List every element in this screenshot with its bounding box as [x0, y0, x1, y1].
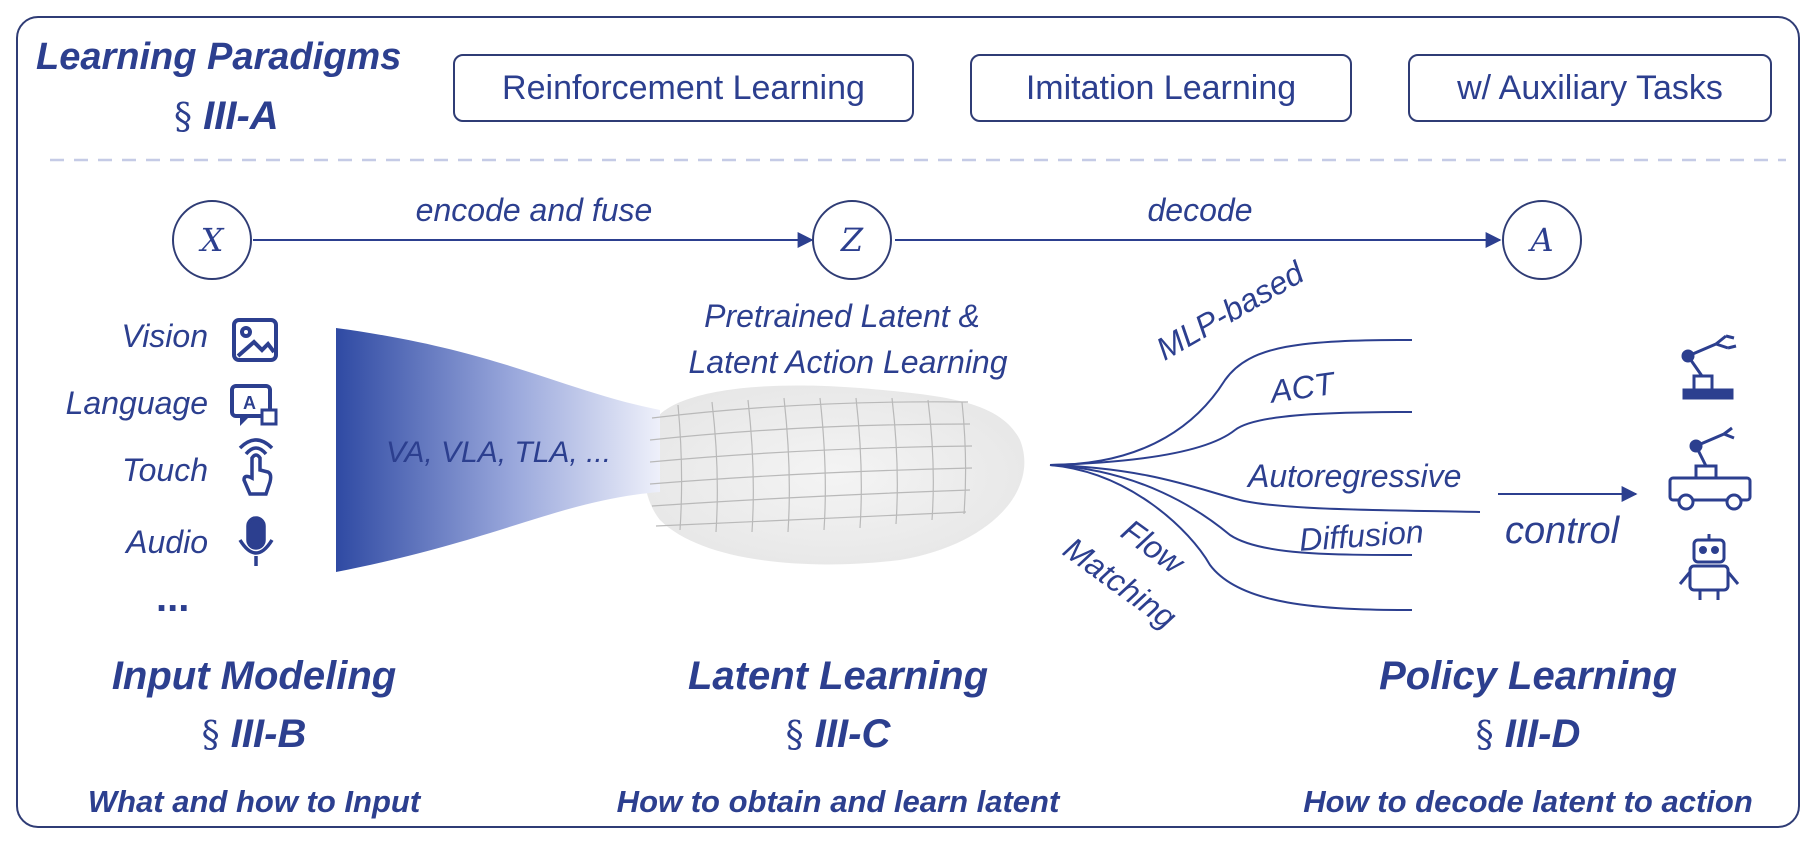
- learning-paradigms-section: § III-A: [174, 94, 279, 139]
- input-modeling-question: What and how to Input: [87, 784, 421, 819]
- latent-grid: [649, 397, 973, 533]
- latent-label-line1: Pretrained Latent &: [704, 298, 980, 334]
- language-icon: A: [230, 384, 278, 426]
- mobile-manipulator-icon: [1668, 426, 1752, 511]
- input-modeling-title: Input Modeling: [111, 654, 397, 698]
- latent-blob: [644, 385, 1025, 565]
- robot-arm-icon: [1681, 334, 1737, 400]
- node-z: Z: [812, 200, 892, 280]
- funnel-label: VA, VLA, TLA, ...: [386, 436, 612, 469]
- input-modeling-section: § III-B: [202, 712, 307, 757]
- latent-label-line2: Latent Action Learning: [688, 344, 1008, 380]
- touch-icon: [238, 438, 274, 496]
- section-symbol: §: [201, 715, 220, 756]
- policy-learning-question: How to decode latent to action: [1303, 784, 1753, 819]
- paradigm-reinforcement-learning: Reinforcement Learning: [453, 54, 914, 122]
- modality-vision: Vision: [121, 318, 208, 354]
- node-a: A: [1502, 200, 1582, 280]
- paradigm-auxiliary-tasks: w/ Auxiliary Tasks: [1408, 54, 1772, 122]
- latent-learning-question: How to obtain and learn latent: [616, 784, 1060, 819]
- latent-learning-title: Latent Learning: [687, 654, 989, 698]
- microphone-icon: [238, 516, 274, 566]
- section-number: III-D: [1504, 712, 1581, 756]
- image-icon: [232, 318, 278, 362]
- paradigm-imitation-learning: Imitation Learning: [970, 54, 1352, 122]
- section-symbol: §: [785, 715, 804, 756]
- control-label: control: [1505, 510, 1620, 552]
- policy-learning-section: § III-D: [1476, 712, 1581, 757]
- latent-learning-section: § III-C: [786, 712, 891, 757]
- learning-paradigms-title: Learning Paradigms: [36, 36, 402, 78]
- modality-ellipsis: ...: [156, 576, 190, 620]
- node-x: X: [172, 200, 252, 280]
- branch-autoregressive: Autoregressive: [1248, 458, 1462, 494]
- section-symbol: §: [174, 97, 192, 138]
- decode-label: decode: [1147, 192, 1253, 228]
- svg-text:A: A: [243, 393, 256, 413]
- section-symbol: §: [1475, 715, 1494, 756]
- policy-learning-title: Policy Learning: [1379, 654, 1677, 698]
- modality-touch: Touch: [122, 452, 208, 488]
- policy-branches: [1049, 339, 1481, 611]
- input-funnel: [336, 328, 660, 572]
- humanoid-robot-icon: [1678, 534, 1740, 600]
- section-number: III-C: [814, 712, 891, 756]
- section-number: III-A: [203, 94, 279, 138]
- diagram-frame: [16, 16, 1800, 828]
- modality-language: Language: [65, 385, 208, 421]
- encode-label: encode and fuse: [415, 192, 653, 228]
- modality-audio: Audio: [126, 524, 208, 560]
- section-number: III-B: [230, 712, 307, 756]
